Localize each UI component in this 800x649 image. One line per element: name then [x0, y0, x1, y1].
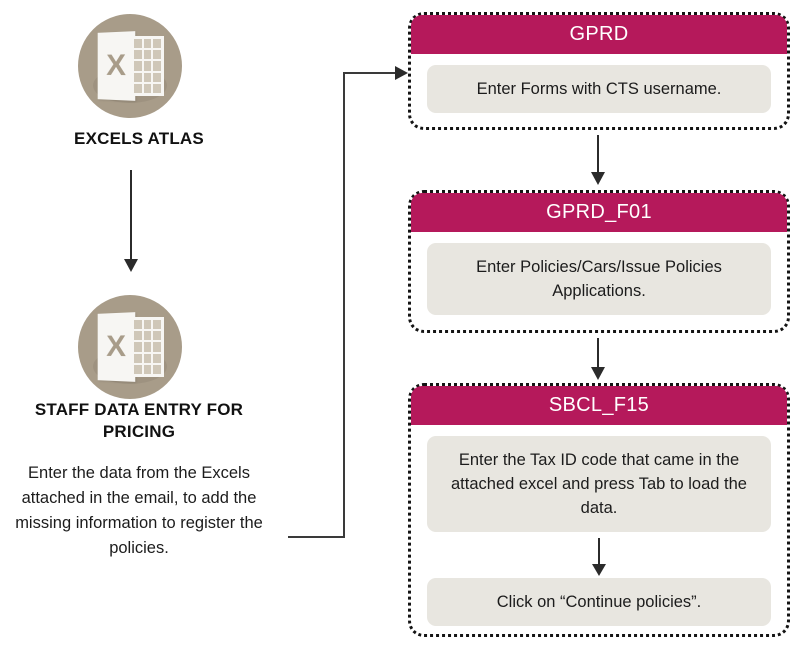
- arrow-head-right-icon: [395, 66, 408, 80]
- card-gprd-f01[interactable]: GPRD_F01 Enter Policies/Cars/Issue Polic…: [408, 190, 790, 333]
- card-sbcl-f15[interactable]: SBCL_F15 Enter the Tax ID code that came…: [408, 383, 790, 637]
- arrow-down-gprd-f01-to-sbcl-f15: [591, 338, 605, 380]
- node-heading-excels-atlas: EXCELS ATLAS: [74, 129, 204, 148]
- card-body-gprd-f01: Enter Policies/Cars/Issue Policies Appli…: [411, 232, 787, 328]
- connector-left-to-gprd: [288, 66, 408, 538]
- excel-file-icon: X: [78, 14, 182, 118]
- arrow-down-inner-sbcl-f15: [427, 534, 771, 578]
- card-body-sbcl-f15: Enter the Tax ID code that came in the a…: [411, 425, 787, 639]
- icon-document-sheet: X: [97, 312, 136, 382]
- step-panel: Enter Policies/Cars/Issue Policies Appli…: [427, 243, 771, 315]
- node-heading-staff-data-entry: STAFF DATA ENTRY FOR PRICING: [34, 400, 244, 441]
- card-title-gprd: GPRD: [411, 15, 787, 54]
- card-title-sbcl-f15: SBCL_F15: [411, 386, 787, 425]
- icon-document-sheet: X: [97, 31, 136, 101]
- arrow-down-left-column: [124, 170, 138, 272]
- step-panel: Enter Forms with CTS username.: [427, 65, 771, 113]
- icon-letter-x: X: [106, 329, 127, 364]
- card-gprd[interactable]: GPRD Enter Forms with CTS username.: [408, 12, 790, 130]
- card-body-gprd: Enter Forms with CTS username.: [411, 54, 787, 126]
- icon-letter-x: X: [106, 48, 127, 83]
- left-column: X EXCELS ATLAS X STAFF DATA ENTRY FOR PR…: [0, 0, 278, 649]
- icon-spreadsheet-grid: [131, 36, 164, 96]
- icon-spreadsheet-grid: [131, 317, 164, 377]
- step-panel: Enter the Tax ID code that came in the a…: [427, 436, 771, 532]
- card-title-gprd-f01: GPRD_F01: [411, 193, 787, 232]
- arrow-down-gprd-to-gprd-f01: [591, 135, 605, 185]
- node-description-staff-data-entry: Enter the data from the Excels attached …: [15, 464, 263, 557]
- step-panel: Click on “Continue policies”.: [427, 578, 771, 626]
- excel-file-icon-secondary: X: [78, 295, 182, 399]
